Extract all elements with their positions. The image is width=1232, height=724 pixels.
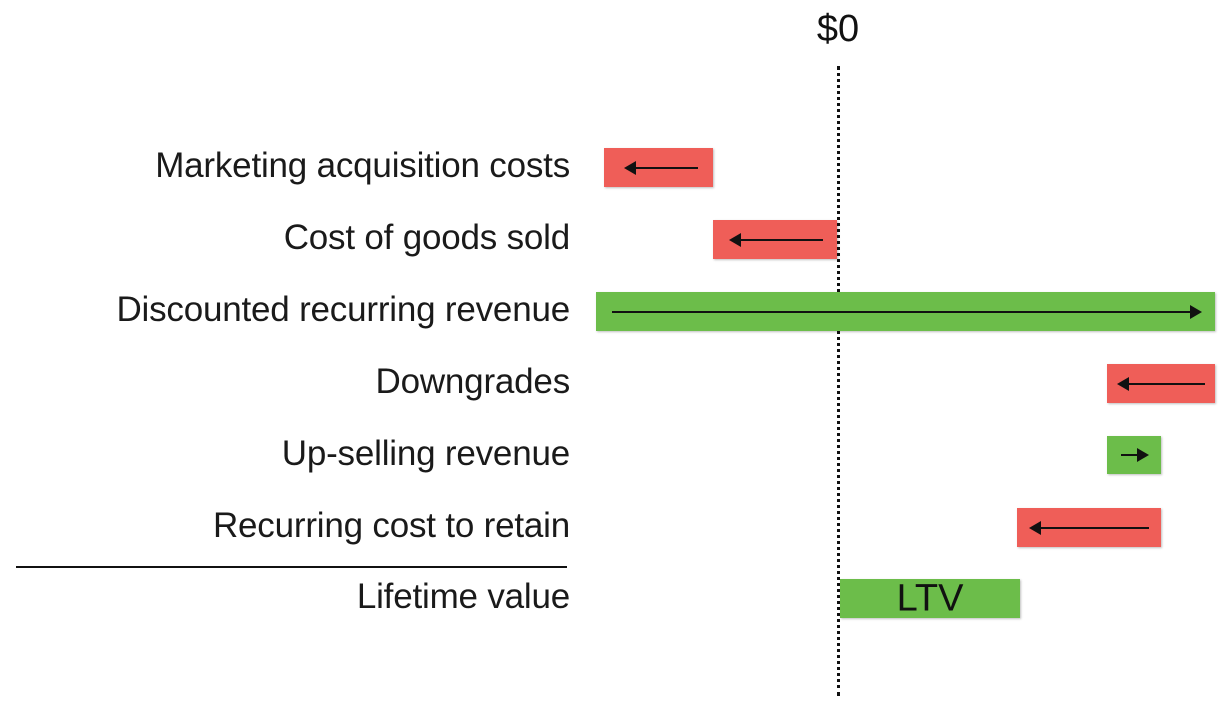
row-label-upselling: Up-selling revenue <box>281 434 570 473</box>
zero-label: $0 <box>816 8 860 50</box>
row-label-retain-cost: Recurring cost to retain <box>212 506 570 545</box>
arrow-right-icon <box>612 304 1202 319</box>
bar-cogs <box>713 220 837 259</box>
row-label-marketing: Marketing acquisition costs <box>155 146 570 185</box>
row-label-cogs: Cost of goods sold <box>283 218 570 257</box>
ltv-label: LTV <box>896 577 964 619</box>
zero-baseline <box>837 66 840 696</box>
bar-marketing <box>604 148 713 187</box>
arrow-left-icon <box>1029 520 1149 535</box>
arrow-left-icon <box>624 160 698 175</box>
row-label-recurring-revenue: Discounted recurring revenue <box>116 290 570 329</box>
arrow-right-icon <box>1121 448 1149 462</box>
bar-downgrades <box>1107 364 1215 403</box>
bar-recurring-revenue <box>596 292 1215 331</box>
bar-retain-cost <box>1017 508 1161 547</box>
arrow-left-icon <box>729 232 823 247</box>
bar-upselling <box>1107 436 1161 474</box>
arrow-left-icon <box>1117 376 1205 391</box>
row-label-lifetime-value: Lifetime value <box>356 577 570 616</box>
bar-lifetime-value: LTV <box>840 577 1020 619</box>
total-separator <box>16 566 567 568</box>
row-label-downgrades: Downgrades <box>375 362 571 401</box>
